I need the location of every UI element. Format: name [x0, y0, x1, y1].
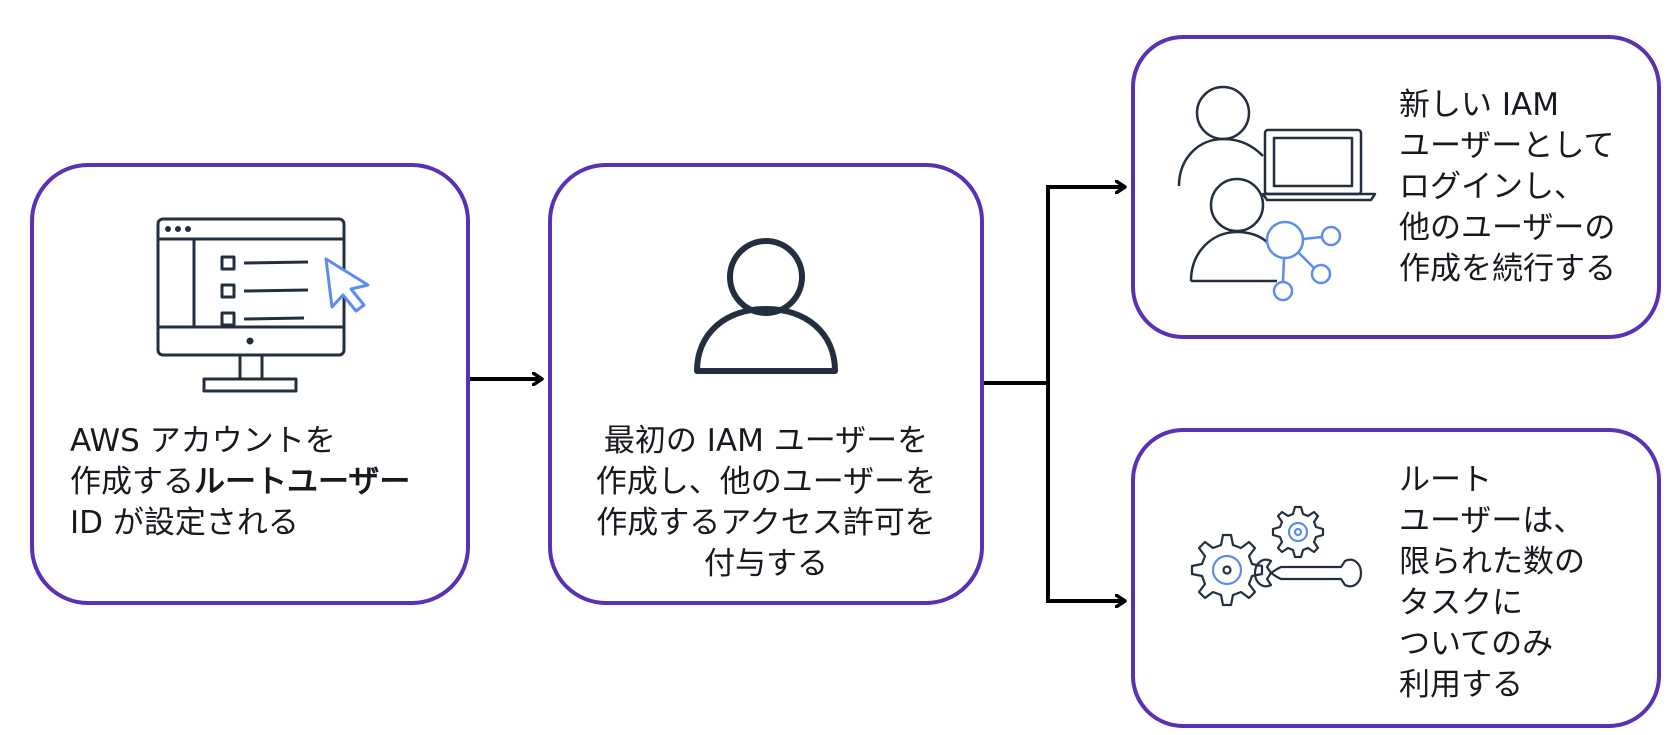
tasks-text-line-5: ついてのみ — [1399, 626, 1554, 662]
login-text-line-4: 他のユーザーの — [1399, 210, 1616, 246]
tasks-text-line-6: 利用する — [1399, 667, 1523, 703]
users-laptop-network-icon — [1177, 85, 1377, 302]
root-text-line-1: AWS アカウントを — [70, 423, 336, 459]
step-first-iam-user-text: 最初の IAM ユーザーを 作成し、他のユーザーを 作成するアクセス許可を 付与… — [552, 421, 980, 585]
root-text-line-2-prefix: 作成する — [70, 464, 194, 500]
step-root-user-box: AWS アカウントを 作成するルートユーザー ID が設定される — [30, 163, 470, 605]
first-text-line-1: 最初の IAM ユーザーを — [603, 423, 929, 459]
first-text-line-3: 作成するアクセス許可を — [596, 505, 936, 541]
tasks-text-line-1: ルート — [1399, 462, 1492, 498]
first-text-line-4: 付与する — [704, 546, 828, 582]
login-text-line-3: ログインし、 — [1399, 169, 1585, 205]
login-text-line-1: 新しい IAM — [1399, 87, 1559, 123]
user-icon — [694, 238, 838, 374]
step-root-user-text: AWS アカウントを 作成するルートユーザー ID が設定される — [70, 421, 410, 544]
step-login-iam-user-box: 新しい IAM ユーザーとして ログインし、 他のユーザーの 作成を続行する — [1131, 35, 1661, 339]
tasks-text-line-4: タスクに — [1399, 585, 1523, 621]
step-login-iam-user-text: 新しい IAM ユーザーとして ログインし、 他のユーザーの 作成を続行する — [1399, 85, 1616, 290]
tasks-text-line-3: 限られた数の — [1399, 544, 1585, 580]
gears-wrench-icon — [1190, 505, 1363, 607]
tasks-text-line-2: ユーザーは、 — [1399, 503, 1585, 539]
step-root-limited-tasks-text: ルート ユーザーは、 限られた数の タスクに ついてのみ 利用する — [1399, 460, 1585, 706]
login-text-line-2: ユーザーとして — [1399, 128, 1615, 164]
first-text-line-2: 作成し、他のユーザーを — [595, 464, 937, 500]
step-root-limited-tasks-box: ルート ユーザーは、 限られた数の タスクに ついてのみ 利用する — [1131, 428, 1661, 728]
step-first-iam-user-box: 最初の IAM ユーザーを 作成し、他のユーザーを 作成するアクセス許可を 付与… — [548, 163, 984, 605]
root-text-line-3: ID が設定される — [70, 505, 299, 541]
root-user-emphasis: ルートユーザー — [194, 464, 411, 500]
monitor-with-cursor-icon — [156, 217, 370, 393]
login-text-line-5: 作成を続行する — [1399, 251, 1616, 287]
root-text-line-2: 作成するルートユーザー — [70, 462, 410, 503]
